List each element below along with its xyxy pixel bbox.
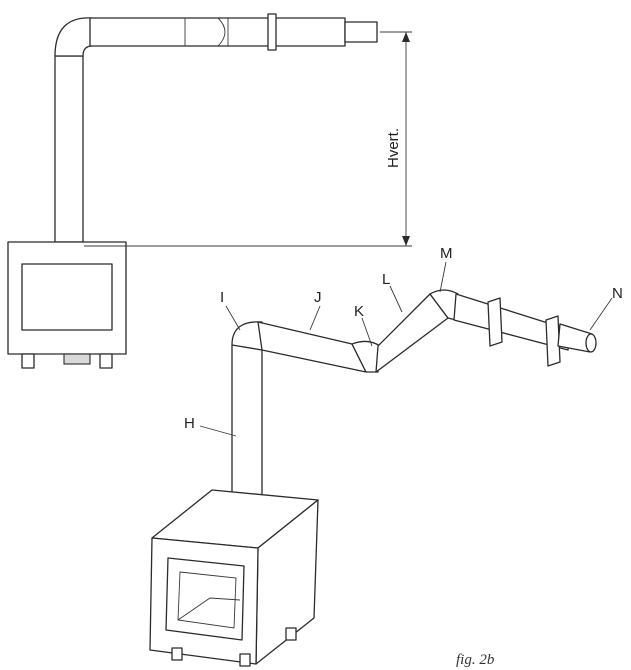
upper-stove-assembly (7, 13, 412, 369)
wall-plate (267, 13, 277, 51)
label-N: N (612, 285, 623, 302)
hvert-label: Hvert. (385, 128, 402, 168)
elbow-I (231, 321, 263, 351)
lower-stove-assembly (149, 289, 597, 667)
label-K: K (354, 303, 364, 320)
pipe-J (257, 321, 367, 373)
wall-plate (545, 315, 561, 367)
stove-control (63, 353, 91, 365)
pipe-horizontal-run (453, 293, 571, 351)
wall-plate (487, 297, 503, 347)
pipe-terminal (344, 21, 378, 43)
label-I: I (220, 289, 224, 306)
stove-window (21, 263, 113, 331)
stove-leg (285, 627, 297, 641)
top-elbow (54, 17, 93, 57)
horizontal-flue-pipe (89, 17, 346, 47)
pipe-L (375, 293, 449, 373)
stove-leg (171, 647, 183, 661)
stove-leg (99, 353, 113, 369)
label-L: L (382, 271, 390, 288)
label-M: M (440, 245, 453, 262)
label-J: J (314, 289, 322, 306)
vertical-flue-pipe (54, 55, 84, 243)
stove-opening (165, 557, 245, 641)
figure-caption: fig. 2b (456, 652, 495, 668)
pipe-H (231, 344, 263, 511)
label-H: H (184, 415, 195, 432)
stove-leg (21, 353, 35, 369)
stove-leg (239, 653, 251, 667)
